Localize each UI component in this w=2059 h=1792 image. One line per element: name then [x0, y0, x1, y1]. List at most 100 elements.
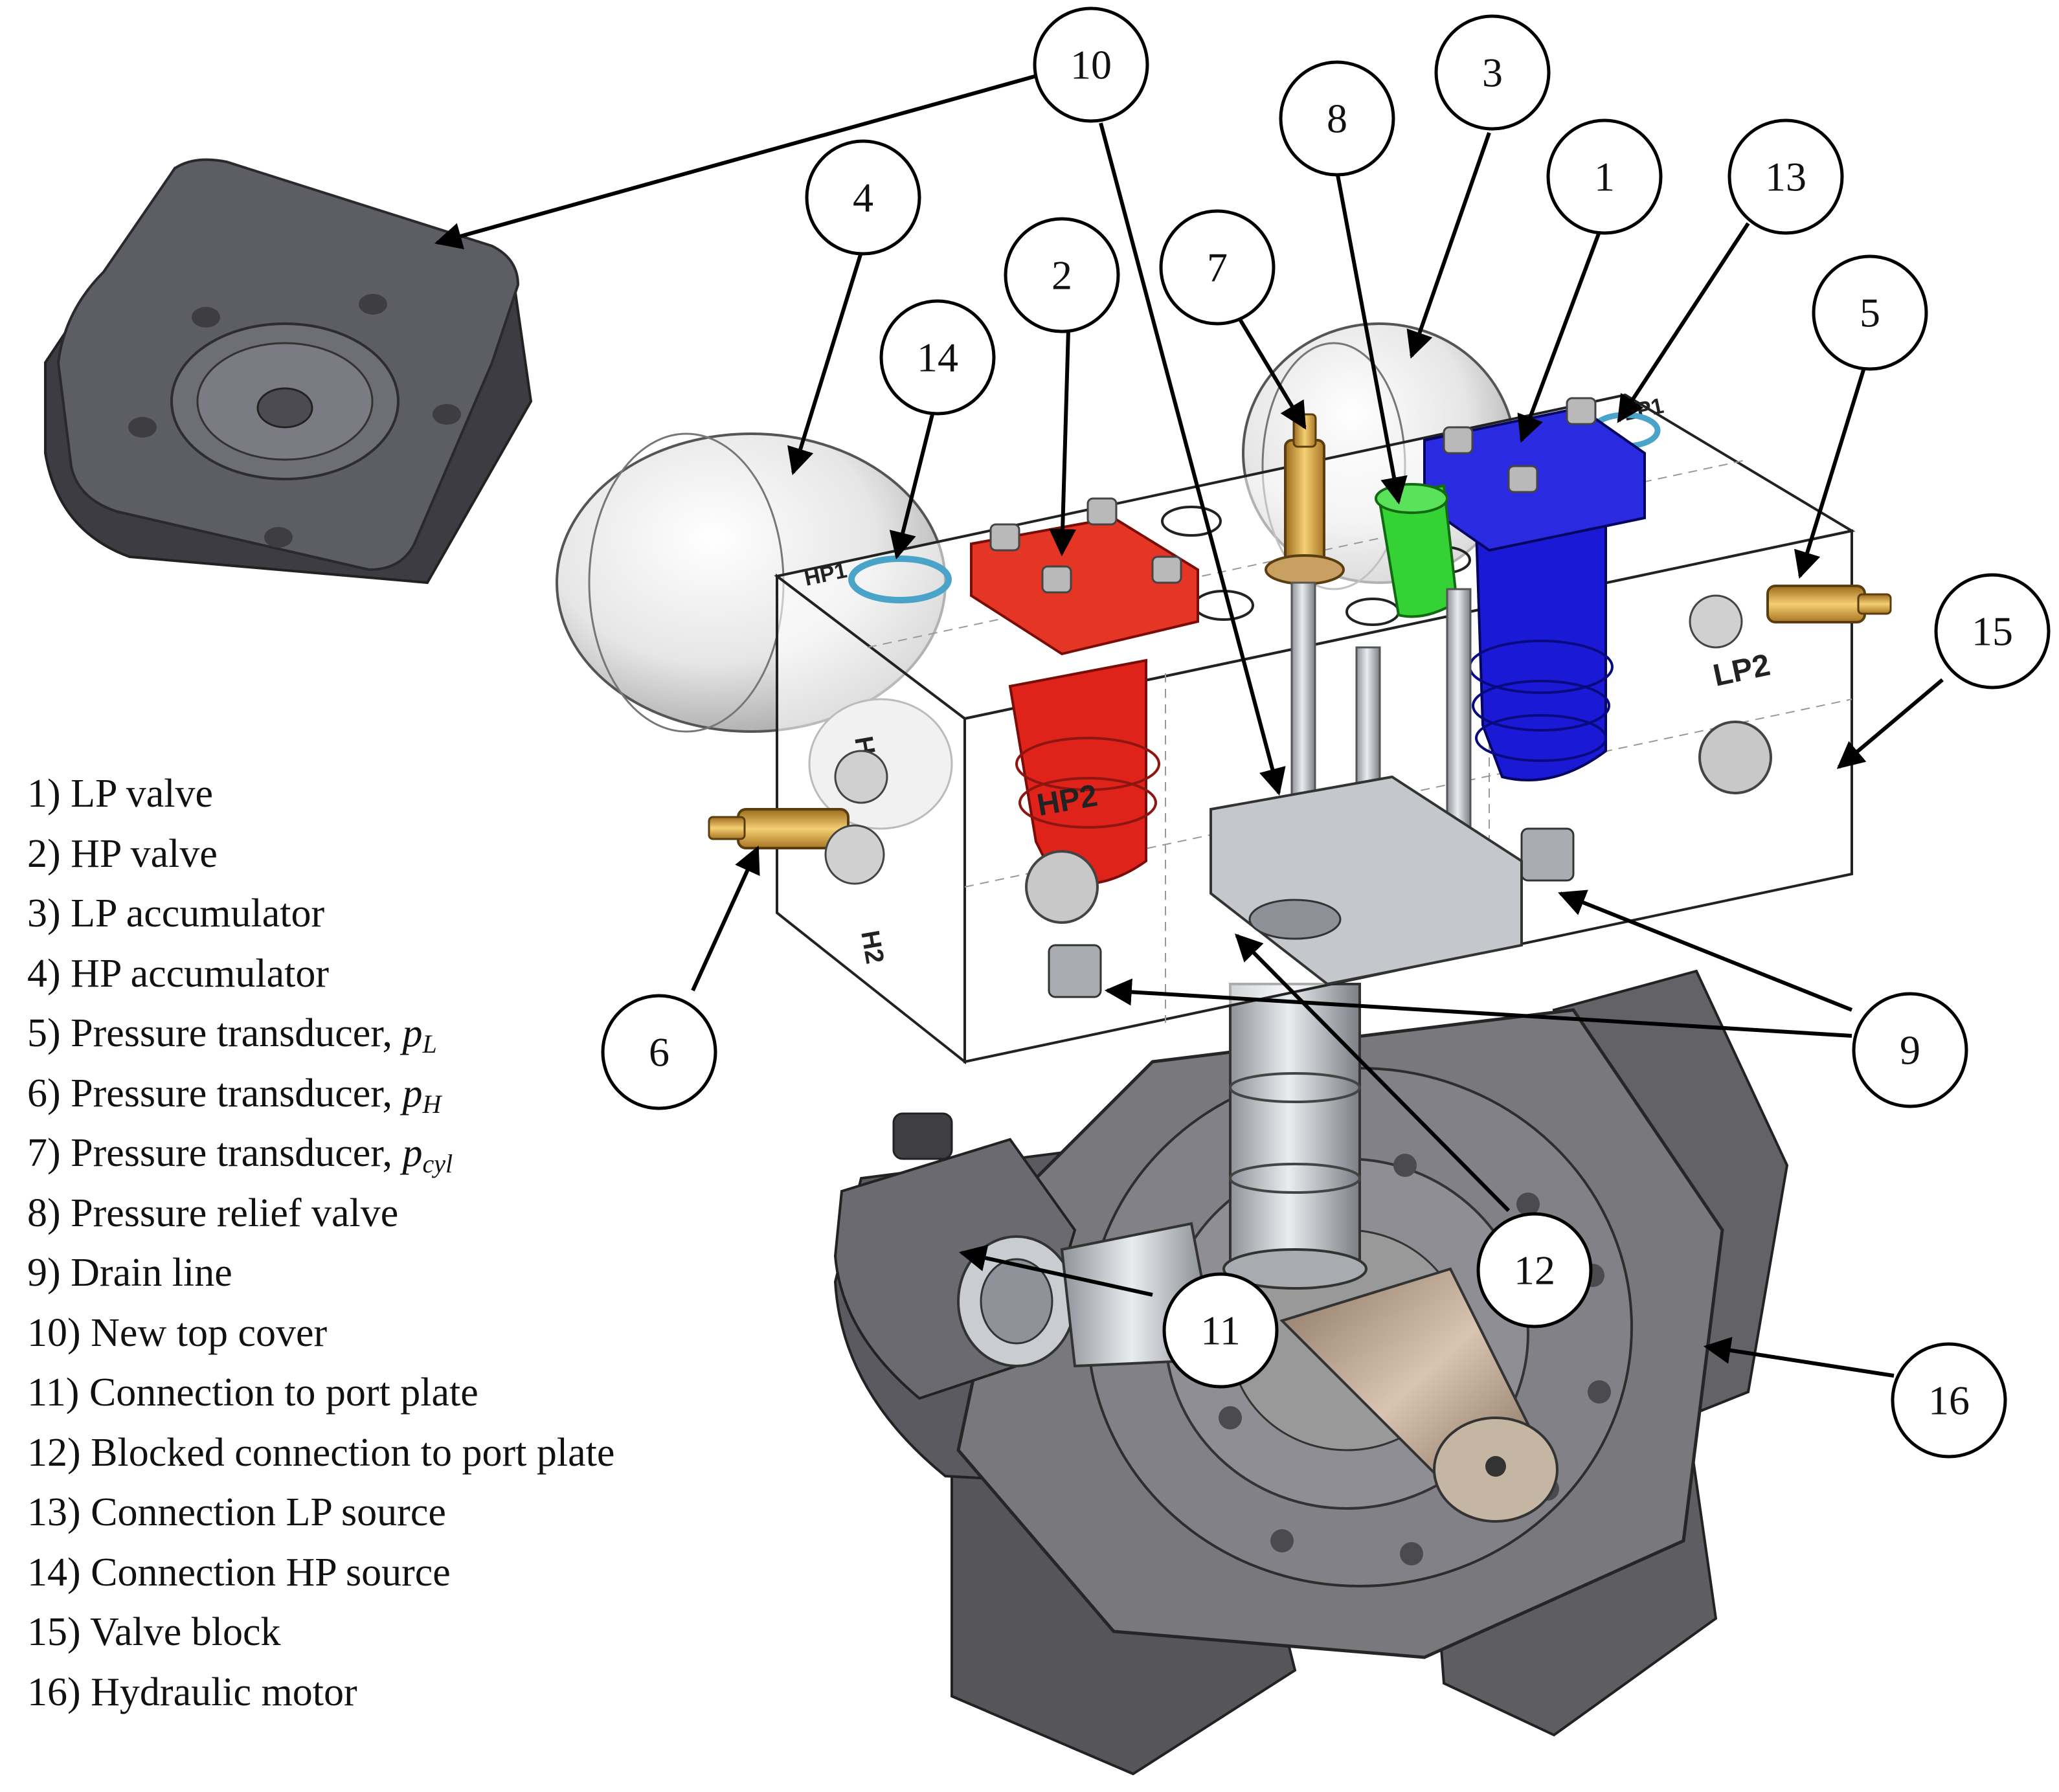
legend-item-lp-source: 13) Connection LP source — [27, 1483, 804, 1543]
drain-fitting — [1520, 827, 1575, 882]
leader-arrows — [434, 74, 1944, 1378]
legend-text: HP valve — [71, 831, 218, 876]
legend-item-lp-accumulator: 3) LP accumulator — [27, 884, 804, 944]
callout-number: 12 — [1514, 1248, 1555, 1294]
drain-pipe — [1290, 581, 1316, 830]
top-cover-bolt-hole — [359, 294, 387, 315]
callout-circle — [1891, 1342, 2007, 1459]
legend-number: 6) — [27, 1071, 61, 1115]
callout-number: 1 — [1594, 154, 1615, 200]
legend-symbol: p — [402, 1011, 423, 1055]
callout-9: 9 — [1852, 992, 1968, 1108]
callout-circle — [805, 139, 921, 256]
lp-valve — [1423, 397, 1646, 781]
legend-item-hp-source: 14) Connection HP source — [27, 1543, 804, 1603]
component-legend: 1) LP valve 2) HP valve 3) LP accumulato… — [27, 764, 804, 1722]
pcyl-transducer-tip — [1292, 413, 1317, 448]
callout-number: 3 — [1482, 50, 1503, 96]
callout-circle — [1159, 209, 1276, 326]
callout-circle — [1546, 118, 1663, 235]
callout-circle — [1004, 217, 1120, 333]
callout-circle — [1033, 6, 1149, 123]
callout-circle — [879, 299, 996, 416]
legend-text: Pressure transducer, — [71, 1011, 392, 1055]
pl-transducer-body — [1766, 585, 1866, 623]
callout-12: 12 — [1476, 1212, 1593, 1328]
callout-circle — [1934, 573, 2051, 689]
legend-number: 5) — [27, 1011, 61, 1055]
legend-number: 14) — [27, 1550, 81, 1595]
legend-text: LP valve — [71, 772, 213, 816]
motor-central-shaft — [1222, 983, 1367, 1290]
shaft-column — [1229, 983, 1361, 1277]
legend-item-drain-line: 9) Drain line — [27, 1243, 804, 1303]
legend-item-blocked-port: 12) Blocked connection to port plate — [27, 1423, 804, 1483]
arrow-9-left — [1104, 978, 1852, 1038]
lp-valve-body — [1474, 503, 1607, 781]
hp-valve-bolt — [1041, 565, 1072, 594]
callout-10: 10 — [1033, 6, 1149, 123]
arrow-16 — [1703, 1337, 1895, 1378]
legend-subscript: cyl — [422, 1149, 453, 1178]
legend-number: 4) — [27, 951, 61, 996]
top-cover-bolt-hole — [264, 527, 293, 548]
legend-number: 8) — [27, 1191, 61, 1235]
legend-symbol: p — [402, 1071, 423, 1115]
lp-valve-bolt — [1566, 397, 1597, 425]
legend-item-ph-transducer: 6) Pressure transducer, pH — [27, 1064, 804, 1124]
legend-item-top-cover: 10) New top cover — [27, 1303, 804, 1363]
pcyl-transducer-body — [1284, 439, 1325, 565]
legend-item-hp-accumulator: 4) HP accumulator — [27, 944, 804, 1004]
legend-text: Pressure transducer, — [71, 1071, 392, 1115]
legend-text: Connection to port plate — [89, 1371, 478, 1415]
legend-number: 10) — [27, 1310, 81, 1355]
lp-valve-bolt — [1507, 465, 1538, 493]
manifold-adapter — [1210, 775, 1523, 986]
callout-number: 2 — [1052, 252, 1072, 298]
top-cover-part — [44, 158, 533, 585]
pcyl-transducer — [1265, 413, 1345, 585]
arrow-9-right — [1558, 890, 1853, 1012]
legend-text: New top cover — [91, 1310, 328, 1355]
callout-number: 16 — [1928, 1378, 1970, 1424]
legend-item-pl-transducer: 5) Pressure transducer, pL — [27, 1003, 804, 1064]
callout-circle — [1279, 60, 1395, 177]
legend-item-hp-valve: 2) HP valve — [27, 824, 804, 884]
callout-circle — [1476, 1212, 1593, 1328]
callout-circle — [601, 994, 717, 1110]
callout-6: 6 — [601, 994, 717, 1110]
motor-bolt — [1588, 1380, 1611, 1404]
legend-text: Pressure relief valve — [71, 1191, 399, 1235]
callout-5: 5 — [1812, 254, 1928, 371]
ph-transducer-tip — [708, 816, 746, 840]
legend-number: 16) — [27, 1670, 81, 1714]
legend-number: 15) — [27, 1610, 81, 1654]
legend-item-hydraulic-motor: 16) Hydraulic motor — [27, 1663, 804, 1723]
lp-valve-coil — [1472, 680, 1610, 732]
adapter-bore — [1248, 899, 1342, 940]
hp-valve-coil — [1015, 737, 1160, 791]
callout-circle — [1162, 1272, 1279, 1389]
pl-transducer — [1766, 585, 1892, 623]
callout-2: 2 — [1004, 217, 1120, 333]
legend-text: LP accumulator — [71, 891, 325, 935]
hp-valve: HP2 — [970, 497, 1199, 886]
pcyl-transducer-nut — [1265, 554, 1345, 585]
shaft-base — [1222, 1248, 1367, 1290]
legend-text: Connection HP source — [91, 1550, 451, 1595]
legend-subscript: L — [422, 1029, 437, 1058]
callout-circle — [1812, 254, 1928, 371]
arrow-4 — [787, 252, 863, 476]
top-cover-bolt-hole — [192, 307, 220, 328]
legend-text: Hydraulic motor — [91, 1670, 357, 1714]
arrow-12 — [1235, 934, 1511, 1213]
legend-number: 9) — [27, 1251, 61, 1295]
hp-valve-bolt — [1086, 497, 1118, 526]
callout-number: 11 — [1200, 1308, 1241, 1354]
hp-valve-coil — [1018, 777, 1157, 829]
callout-4: 4 — [805, 139, 921, 256]
arrow-15 — [1836, 678, 1944, 769]
legend-text: Connection LP source — [91, 1490, 446, 1534]
callout-number: 15 — [1972, 609, 2013, 655]
shaft-ring — [1229, 1163, 1361, 1194]
